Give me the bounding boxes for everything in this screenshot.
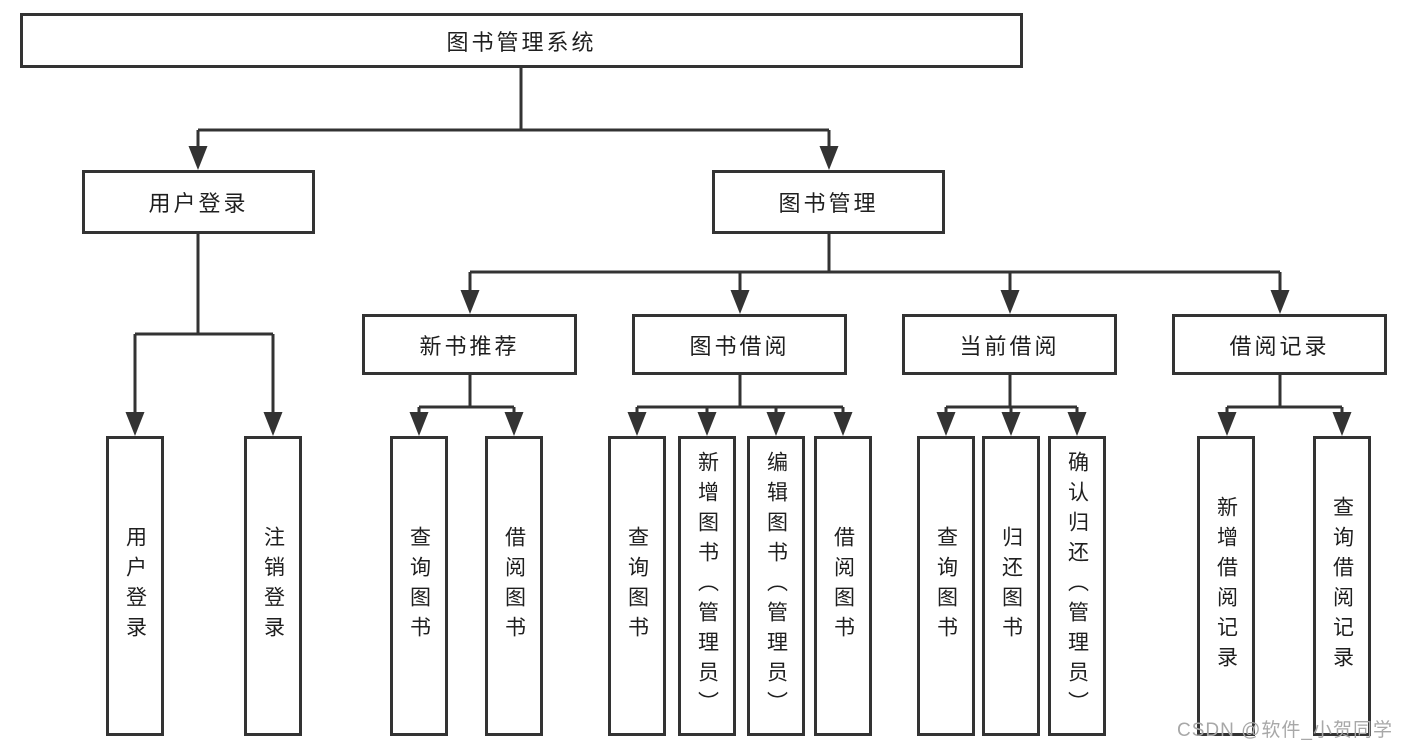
arrow-down-icon [1270, 290, 1290, 314]
connector-path [468, 234, 1282, 292]
connector-borrow-records-children [1217, 375, 1352, 436]
watermark: CSDN @软件_小贺同学 [1177, 720, 1393, 741]
arrow-down-icon [125, 412, 145, 436]
node-query-books: 查询图书 [608, 436, 666, 736]
connector-current-borrowing-children [936, 375, 1087, 436]
connector-path [944, 375, 1079, 414]
connector-book-borrowing-children [627, 375, 853, 436]
node-login: 用户登录 [106, 436, 164, 736]
connector-path [1225, 375, 1344, 414]
leaf-label: 查询图书 [407, 526, 431, 646]
arrow-down-icon [936, 412, 956, 436]
connector-path [635, 375, 845, 414]
node-borrow-books: 借阅图书 [485, 436, 543, 736]
arrow-down-icon [697, 412, 717, 436]
arrow-down-icon [1000, 290, 1020, 314]
leaf-label: 用户登录 [123, 526, 147, 646]
node-return-books: 归还图书 [982, 436, 1040, 736]
node-current-borrowing-label: 当前借阅 [959, 333, 1060, 359]
node-root-label: 图书管理系统 [446, 29, 597, 55]
leaf-label: 借阅图书 [831, 526, 855, 646]
node-borrow-books: 借阅图书 [814, 436, 872, 736]
leaf-label: 借阅图书 [502, 526, 526, 646]
node-query-books: 查询图书 [917, 436, 975, 736]
node-borrow-records: 借阅记录 [1172, 314, 1387, 375]
node-book-borrowing: 图书借阅 [632, 314, 847, 375]
arrow-down-icon [819, 146, 839, 170]
arrow-down-icon [766, 412, 786, 436]
node-root: 图书管理系统 [20, 13, 1023, 68]
leaf-label: 查询图书 [934, 526, 958, 646]
arrow-down-icon [1001, 412, 1021, 436]
node-borrow-records-label: 借阅记录 [1229, 333, 1330, 359]
leaf-label: 查询借阅记录 [1330, 496, 1354, 676]
node-user-login: 用户登录 [82, 170, 315, 234]
connector-new-book-recommend-children [409, 375, 524, 436]
connector-path [133, 234, 275, 414]
node-logout: 注销登录 [244, 436, 302, 736]
connector-book-management-children [460, 234, 1290, 314]
leaf-label: 新增图书（管理员） [695, 451, 719, 721]
node-query-books: 查询图书 [390, 436, 448, 736]
leaf-label: 新增借阅记录 [1214, 496, 1238, 676]
arrow-down-icon [263, 412, 283, 436]
leaf-label: 查询图书 [625, 526, 649, 646]
arrow-down-icon [1332, 412, 1352, 436]
arrow-down-icon [833, 412, 853, 436]
leaf-label: 确认归还（管理员） [1065, 451, 1089, 721]
arrow-down-icon [188, 146, 208, 170]
node-new-book-recommend-label: 新书推荐 [419, 333, 520, 359]
node-confirm-return-admin: 确认归还（管理员） [1048, 436, 1106, 736]
arrow-down-icon [409, 412, 429, 436]
arrow-down-icon [1067, 412, 1087, 436]
node-new-book-recommend: 新书推荐 [362, 314, 577, 375]
arrow-down-icon [1217, 412, 1237, 436]
leaf-label: 注销登录 [261, 526, 285, 646]
node-query-borrow-record: 查询借阅记录 [1313, 436, 1371, 736]
leaf-label: 编辑图书（管理员） [764, 451, 788, 721]
arrow-down-icon [627, 412, 647, 436]
connector-path [417, 375, 516, 414]
arrow-down-icon [460, 290, 480, 314]
node-add-books-admin: 新增图书（管理员） [678, 436, 736, 736]
node-book-borrowing-label: 图书借阅 [689, 333, 790, 359]
node-edit-books-admin: 编辑图书（管理员） [747, 436, 805, 736]
node-add-borrow-record: 新增借阅记录 [1197, 436, 1255, 736]
arrow-down-icon [504, 412, 524, 436]
connector-path [196, 68, 831, 150]
node-book-management-label: 图书管理 [778, 191, 879, 216]
node-book-management: 图书管理 [712, 170, 945, 234]
connector-user-login-children [125, 234, 283, 436]
node-user-login-label: 用户登录 [148, 191, 249, 216]
leaf-label: 归还图书 [999, 526, 1023, 646]
arrow-down-icon [730, 290, 750, 314]
connector-root-to-level2 [188, 68, 839, 170]
node-current-borrowing: 当前借阅 [902, 314, 1117, 375]
